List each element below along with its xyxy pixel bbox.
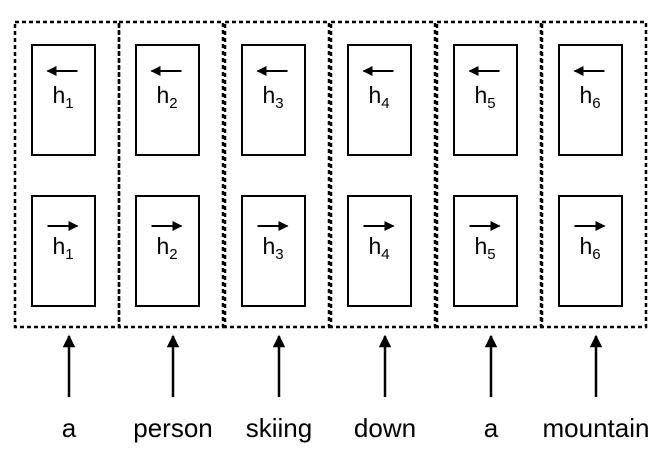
backward-state-label: h1	[53, 82, 74, 112]
state-symbol: h	[263, 233, 276, 259]
state-symbol: h	[580, 82, 593, 108]
state-index: 2	[169, 95, 177, 112]
column-dashed-border	[223, 20, 331, 329]
state-index: 3	[275, 246, 283, 263]
forward-state-label: h2	[157, 233, 178, 263]
state-symbol: h	[369, 233, 382, 259]
column-dashed-border	[435, 20, 543, 329]
backward-state-box	[347, 44, 412, 156]
forward-state-box	[558, 195, 623, 307]
input-word-label: mountain	[543, 413, 650, 443]
forward-state-box	[347, 195, 412, 307]
state-index: 5	[487, 246, 495, 263]
backward-state-box	[558, 44, 623, 156]
state-symbol: h	[580, 233, 593, 259]
state-index: 5	[487, 95, 495, 112]
state-index: 6	[592, 246, 600, 263]
input-word-label: person	[133, 413, 213, 443]
state-index: 1	[65, 95, 73, 112]
forward-state-label: h5	[475, 233, 496, 263]
forward-state-label: h4	[369, 233, 390, 263]
forward-state-label: h6	[580, 233, 601, 263]
state-index: 6	[592, 95, 600, 112]
backward-state-box	[241, 44, 306, 156]
forward-state-box	[453, 195, 518, 307]
state-index: 1	[65, 246, 73, 263]
forward-state-box	[135, 195, 200, 307]
state-symbol: h	[53, 233, 66, 259]
columns-layer: h1h1ah2h2personh3h3skiingh4h4downh5h5ah6…	[13, 20, 650, 443]
column-dashed-border	[540, 20, 648, 329]
forward-state-label: h1	[53, 233, 74, 263]
forward-state-label: h3	[263, 233, 284, 263]
state-symbol: h	[53, 82, 66, 108]
state-index: 2	[169, 246, 177, 263]
input-word-label: a	[62, 413, 77, 443]
state-symbol: h	[157, 233, 170, 259]
backward-state-box	[135, 44, 200, 156]
input-word-label: down	[354, 413, 416, 443]
backward-state-label: h6	[580, 82, 601, 112]
forward-state-box	[31, 195, 96, 307]
backward-state-box	[453, 44, 518, 156]
state-symbol: h	[475, 233, 488, 259]
backward-state-label: h3	[263, 82, 284, 112]
state-symbol: h	[157, 82, 170, 108]
state-symbol: h	[263, 82, 276, 108]
backward-state-box	[31, 44, 96, 156]
state-index: 4	[381, 246, 389, 263]
column-dashed-border	[329, 20, 437, 329]
input-word-label: a	[484, 413, 499, 443]
backward-state-label: h5	[475, 82, 496, 112]
backward-state-label: h2	[157, 82, 178, 112]
state-symbol: h	[369, 82, 382, 108]
column-dashed-border	[13, 20, 121, 329]
input-word-label: skiing	[246, 413, 312, 443]
column-dashed-border	[117, 20, 225, 329]
forward-state-box	[241, 195, 306, 307]
state-index: 3	[275, 95, 283, 112]
state-symbol: h	[475, 82, 488, 108]
backward-state-label: h4	[369, 82, 390, 112]
state-index: 4	[381, 95, 389, 112]
